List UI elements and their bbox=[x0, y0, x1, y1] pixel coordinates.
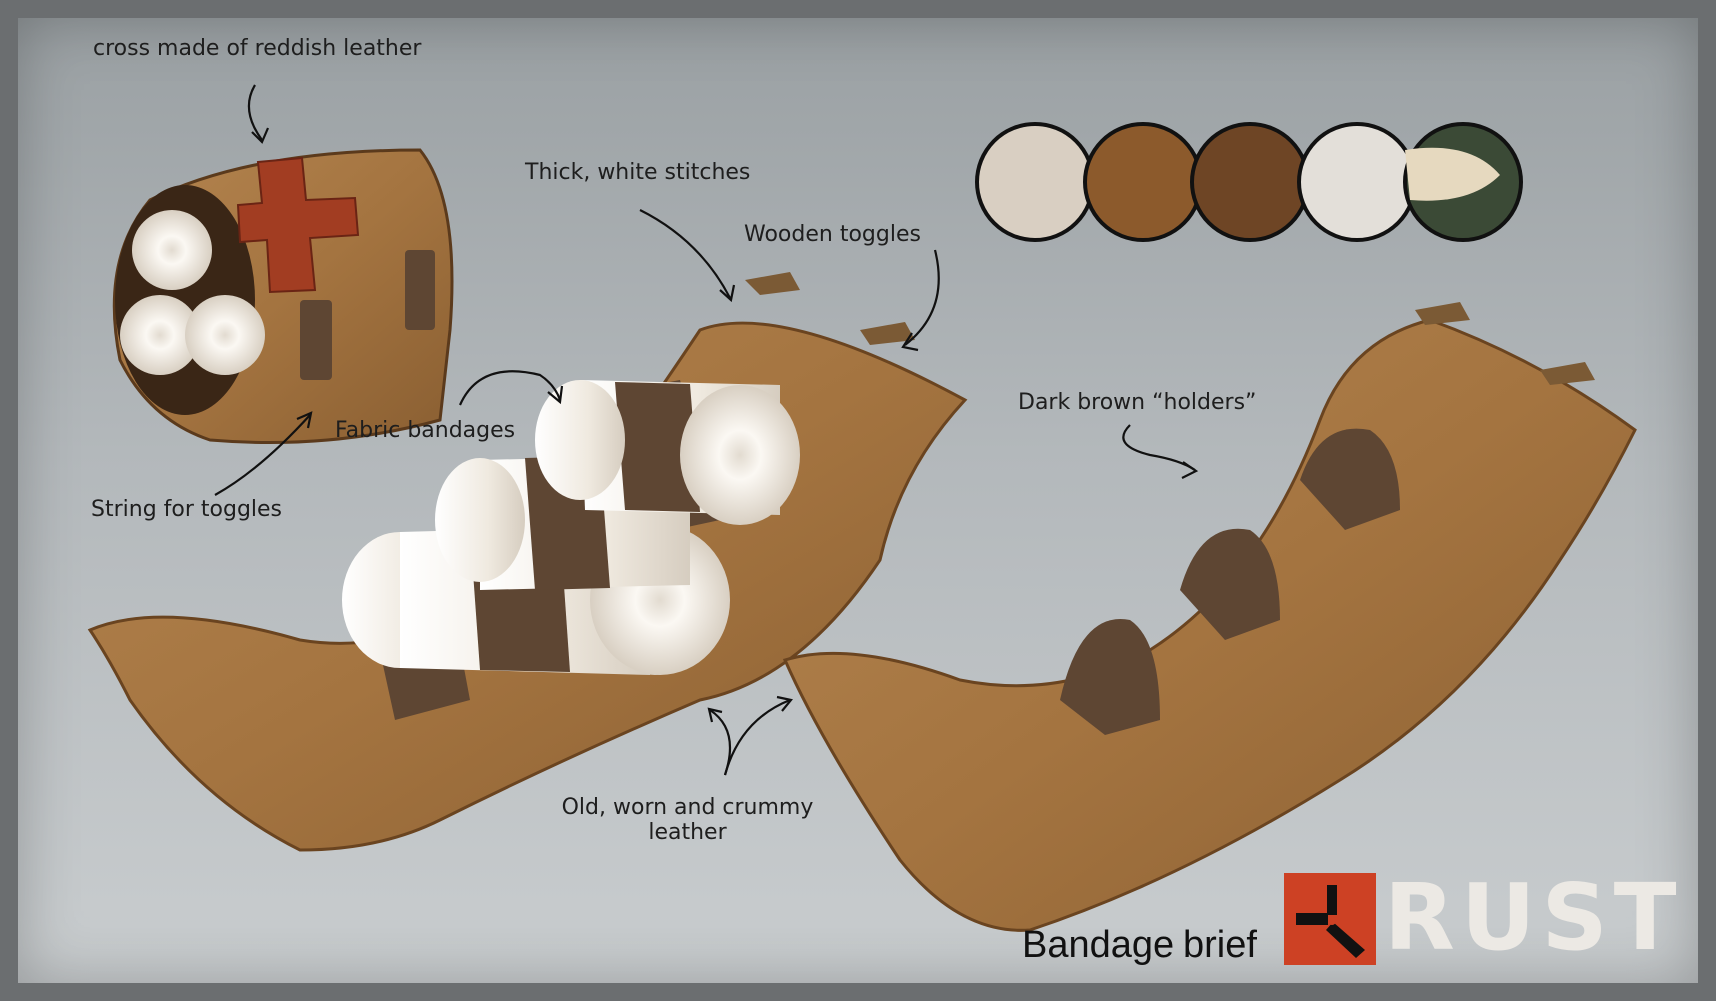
rolled-bandage-kit bbox=[112, 148, 454, 444]
wooden-toggle-4 bbox=[1540, 362, 1595, 385]
red-cross-patch bbox=[236, 156, 360, 294]
rust-logo-text: RUST bbox=[1384, 864, 1683, 971]
empty-open-kit bbox=[782, 302, 1637, 932]
swatch-white-fabric bbox=[1297, 122, 1417, 242]
label-leather: Old, worn and crummy leather bbox=[540, 795, 835, 845]
label-stitches: Thick, white stitches bbox=[525, 160, 751, 185]
label-leather-line2: leather bbox=[648, 820, 727, 845]
title-word-bandage: Bandage bbox=[1022, 924, 1175, 966]
label-fabric: Fabric bandages bbox=[335, 418, 516, 443]
annotation-arrows bbox=[214, 84, 1199, 776]
wooden-toggle-2 bbox=[860, 322, 915, 345]
title-word-brief: brief bbox=[1183, 924, 1257, 966]
arrow-fabric bbox=[458, 370, 562, 406]
material-swatches bbox=[975, 122, 1523, 242]
arrow-cross bbox=[247, 84, 263, 141]
label-holders: Dark brown “holders” bbox=[1018, 390, 1257, 415]
label-toggles: Wooden toggles bbox=[744, 222, 921, 247]
label-leather-line1: Old, worn and crummy bbox=[561, 795, 814, 820]
arrow-toggles bbox=[904, 249, 940, 346]
label-cross: cross made of reddish leather bbox=[93, 36, 422, 61]
wooden-toggle-3 bbox=[1415, 302, 1470, 325]
wooden-toggle-1 bbox=[745, 272, 800, 295]
swatch-fabric-weave bbox=[975, 122, 1095, 242]
arrow-stitches bbox=[639, 209, 731, 299]
swatch-light-leather bbox=[1083, 122, 1203, 242]
bandage-roll-3 bbox=[535, 380, 800, 525]
open-kit-with-bandages bbox=[87, 272, 968, 852]
arrow-leather-2 bbox=[723, 698, 791, 776]
rust-logo bbox=[1284, 873, 1376, 965]
arrow-string bbox=[214, 414, 311, 496]
label-string: String for toggles bbox=[91, 497, 283, 522]
swatch-dark-leather bbox=[1190, 122, 1310, 242]
